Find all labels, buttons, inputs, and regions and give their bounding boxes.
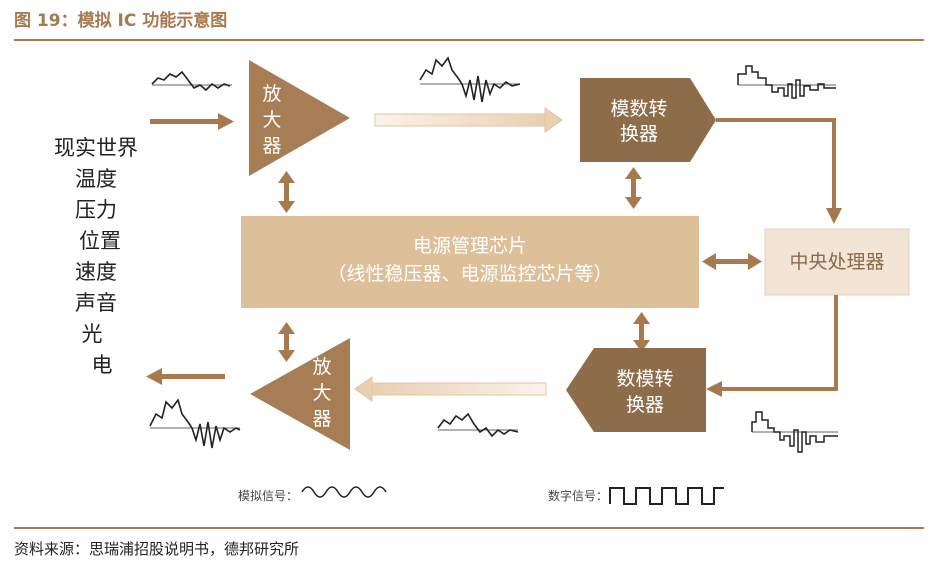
dac-output-wave-icon bbox=[437, 412, 519, 438]
power-management-block: 电源管理芯片 （线性稳压器、电源监控芯片等） bbox=[241, 216, 699, 308]
output-arrow bbox=[146, 368, 225, 385]
environment-labels: 现实世界 温度 压力 位置 速度 声音 光 电 bbox=[54, 136, 138, 377]
power-label-1: 电源管理芯片 bbox=[413, 235, 527, 257]
power-label-2: （线性稳压器、电源监控芯片等） bbox=[327, 263, 612, 285]
source-note: 资料来源：思瑞浦招股说明书，德邦研究所 bbox=[14, 540, 300, 558]
legend-digital-label: 数字信号： bbox=[548, 488, 608, 503]
analog-signal-icon bbox=[301, 486, 387, 498]
amplified-wave-icon bbox=[419, 56, 521, 103]
top-rule bbox=[14, 39, 924, 41]
dac-input-wave-icon bbox=[751, 411, 838, 453]
power-to-output-amp-arrow bbox=[278, 322, 295, 362]
legend-analog-label: 模拟信号： bbox=[238, 489, 298, 503]
adc-to-cpu-arrow bbox=[716, 118, 842, 224]
input-amplifier: 放 大 器 bbox=[249, 60, 350, 176]
adc-block: 模数转 换器 bbox=[580, 78, 716, 162]
input-wave-icon bbox=[151, 70, 232, 92]
adc-output-wave-icon bbox=[737, 65, 836, 99]
amp-to-adc-arrow bbox=[374, 107, 563, 133]
dac-label-2: 换器 bbox=[626, 394, 664, 416]
env-light: 光 bbox=[82, 322, 103, 346]
figure-title: 图 19：模拟 IC 功能示意图 bbox=[14, 11, 228, 31]
output-amplifier: 放 大 器 bbox=[250, 338, 350, 450]
power-to-dac-arrow bbox=[633, 312, 650, 352]
power-to-input-amp-arrow bbox=[278, 171, 295, 213]
env-temperature: 温度 bbox=[75, 167, 117, 191]
legend: 模拟信号： 数字信号： bbox=[238, 486, 724, 505]
env-sound: 声音 bbox=[75, 291, 117, 315]
digital-signal-icon bbox=[609, 487, 724, 505]
output-wave-icon bbox=[149, 398, 241, 449]
dac-block: 数模转 换器 bbox=[566, 348, 706, 432]
env-speed: 速度 bbox=[75, 260, 117, 284]
cpu-to-dac-arrow bbox=[706, 295, 838, 397]
dac-to-amp-arrow bbox=[354, 376, 547, 402]
output-amp-char-2: 大 bbox=[312, 382, 331, 404]
power-to-adc-arrow bbox=[625, 167, 642, 209]
output-amp-char-3: 器 bbox=[312, 408, 331, 430]
bottom-rule bbox=[14, 527, 924, 529]
output-amp-char-1: 放 bbox=[312, 356, 331, 378]
cpu-block: 中央处理器 bbox=[764, 228, 910, 296]
cpu-label: 中央处理器 bbox=[789, 251, 884, 273]
adc-label-1: 模数转 bbox=[610, 98, 667, 120]
env-real-world: 现实世界 bbox=[54, 136, 138, 160]
adc-label-2: 换器 bbox=[620, 123, 658, 145]
env-position: 位置 bbox=[79, 229, 121, 253]
env-pressure: 压力 bbox=[75, 198, 117, 222]
input-amp-char-1: 放 bbox=[262, 83, 281, 105]
input-arrow bbox=[150, 113, 234, 130]
env-electricity: 电 bbox=[92, 353, 113, 377]
input-amp-char-2: 大 bbox=[262, 109, 281, 131]
power-to-cpu-arrow bbox=[702, 253, 762, 270]
input-amp-char-3: 器 bbox=[262, 135, 281, 157]
dac-label-1: 数模转 bbox=[616, 368, 673, 390]
